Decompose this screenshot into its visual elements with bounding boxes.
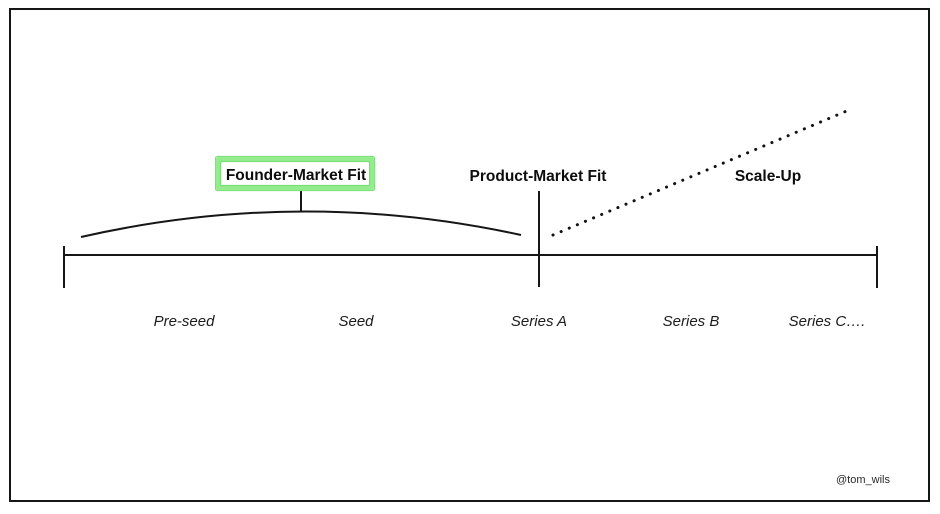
founder-market-fit-arc <box>80 210 522 238</box>
scale-up-dotted-line <box>551 108 851 237</box>
watermark: @tom_wils <box>836 474 890 486</box>
stage-label-seed: Seed <box>338 313 374 330</box>
founder-market-fit-box-inner-edge <box>219 160 371 187</box>
stage-label-series-b: Series B <box>663 313 720 330</box>
founder-market-fit-box-band <box>215 156 375 191</box>
scale-up-label: Scale-Up <box>735 168 801 185</box>
stage-label-series-a: Series A <box>511 313 567 330</box>
founder-market-fit-box <box>214 155 376 192</box>
founder-market-fit-box-outer-edge <box>214 155 376 192</box>
stage-label-series-c: Series C…. <box>789 313 866 330</box>
stage-label-pre-seed: Pre-seed <box>154 313 216 330</box>
founder-market-fit-label: Founder-Market Fit <box>226 167 366 184</box>
outer-frame <box>9 8 930 502</box>
product-market-fit-label: Product-Market Fit <box>470 168 607 185</box>
